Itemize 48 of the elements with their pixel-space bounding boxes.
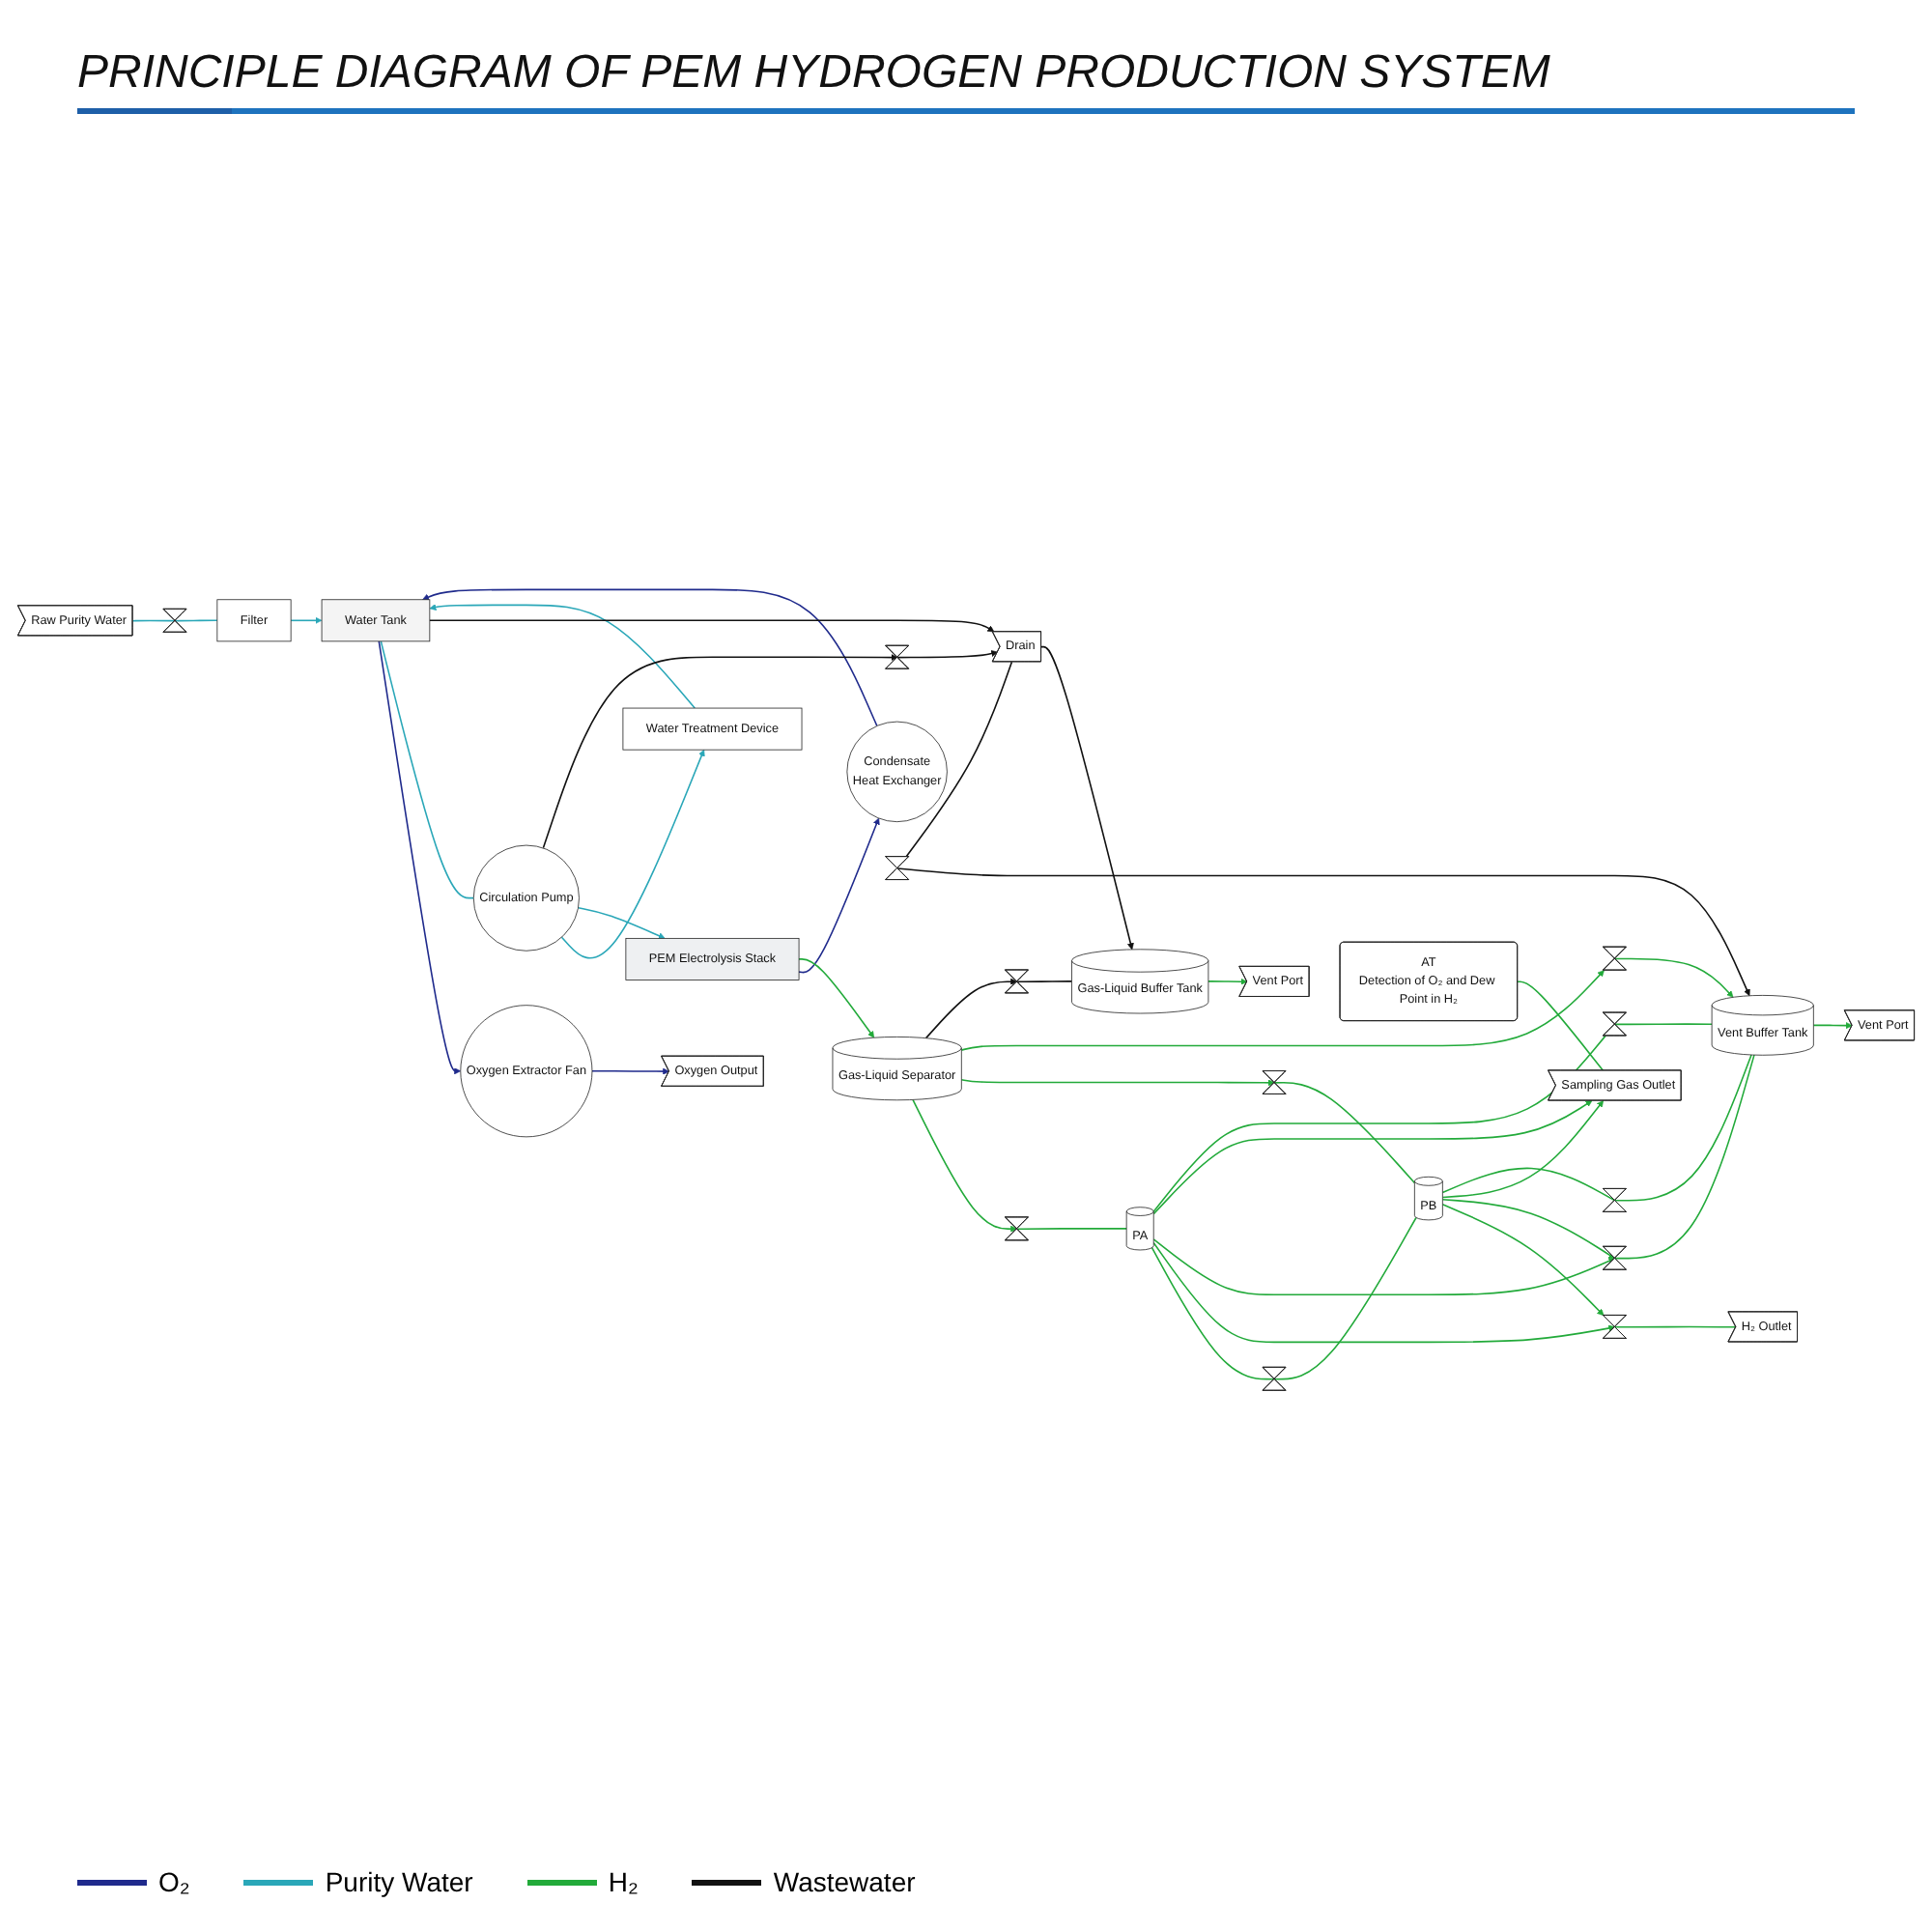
arrow — [422, 588, 878, 727]
connector — [1273, 1216, 1417, 1380]
connector — [1614, 1054, 1755, 1260]
legend-text: H₂ — [608, 1866, 639, 1897]
arrow — [1152, 1100, 1593, 1215]
arrow — [1040, 645, 1134, 951]
arrow — [591, 1067, 670, 1075]
arrow — [290, 616, 323, 624]
arrow — [960, 1079, 1275, 1087]
connector — [1016, 980, 1073, 983]
connector — [905, 661, 1013, 858]
legend-text: O₂ — [158, 1866, 190, 1897]
arrow — [896, 650, 999, 659]
connector — [1151, 1247, 1276, 1380]
connector — [1016, 1228, 1127, 1231]
arrow — [429, 604, 696, 709]
arrow — [798, 817, 880, 974]
connector — [1517, 980, 1605, 1072]
connector — [1614, 1054, 1752, 1202]
arrow — [960, 970, 1605, 1052]
arrow — [924, 978, 1018, 1039]
arrow — [1812, 1022, 1853, 1030]
connector — [1441, 1167, 1616, 1202]
arrow — [896, 867, 1750, 997]
arrow — [1152, 1238, 1616, 1296]
connector — [1614, 1325, 1737, 1328]
legend-text: Wastewater — [773, 1866, 916, 1897]
arrow — [542, 654, 898, 849]
connector — [1152, 1035, 1606, 1213]
connector — [1614, 1023, 1713, 1026]
arrow — [378, 640, 462, 1075]
arrow — [1614, 957, 1734, 998]
arrow — [1441, 1199, 1616, 1260]
arrow — [429, 619, 995, 633]
arrow — [1208, 978, 1248, 985]
connector — [380, 640, 475, 899]
legend-text: Purity Water — [325, 1866, 473, 1897]
diagram-title: PRINCIPLE DIAGRAM OF PEM HYDROGEN PRODUCTION SYSTEM — [77, 46, 1552, 100]
connector — [131, 619, 177, 622]
arrow — [1441, 1100, 1605, 1199]
arrow — [577, 907, 666, 940]
connector — [174, 619, 218, 622]
arrow — [798, 958, 875, 1038]
arrow — [1152, 1241, 1616, 1344]
arrow — [912, 1098, 1018, 1233]
arrow — [1441, 1204, 1605, 1317]
arrow — [560, 750, 705, 959]
connector — [1273, 1082, 1416, 1184]
